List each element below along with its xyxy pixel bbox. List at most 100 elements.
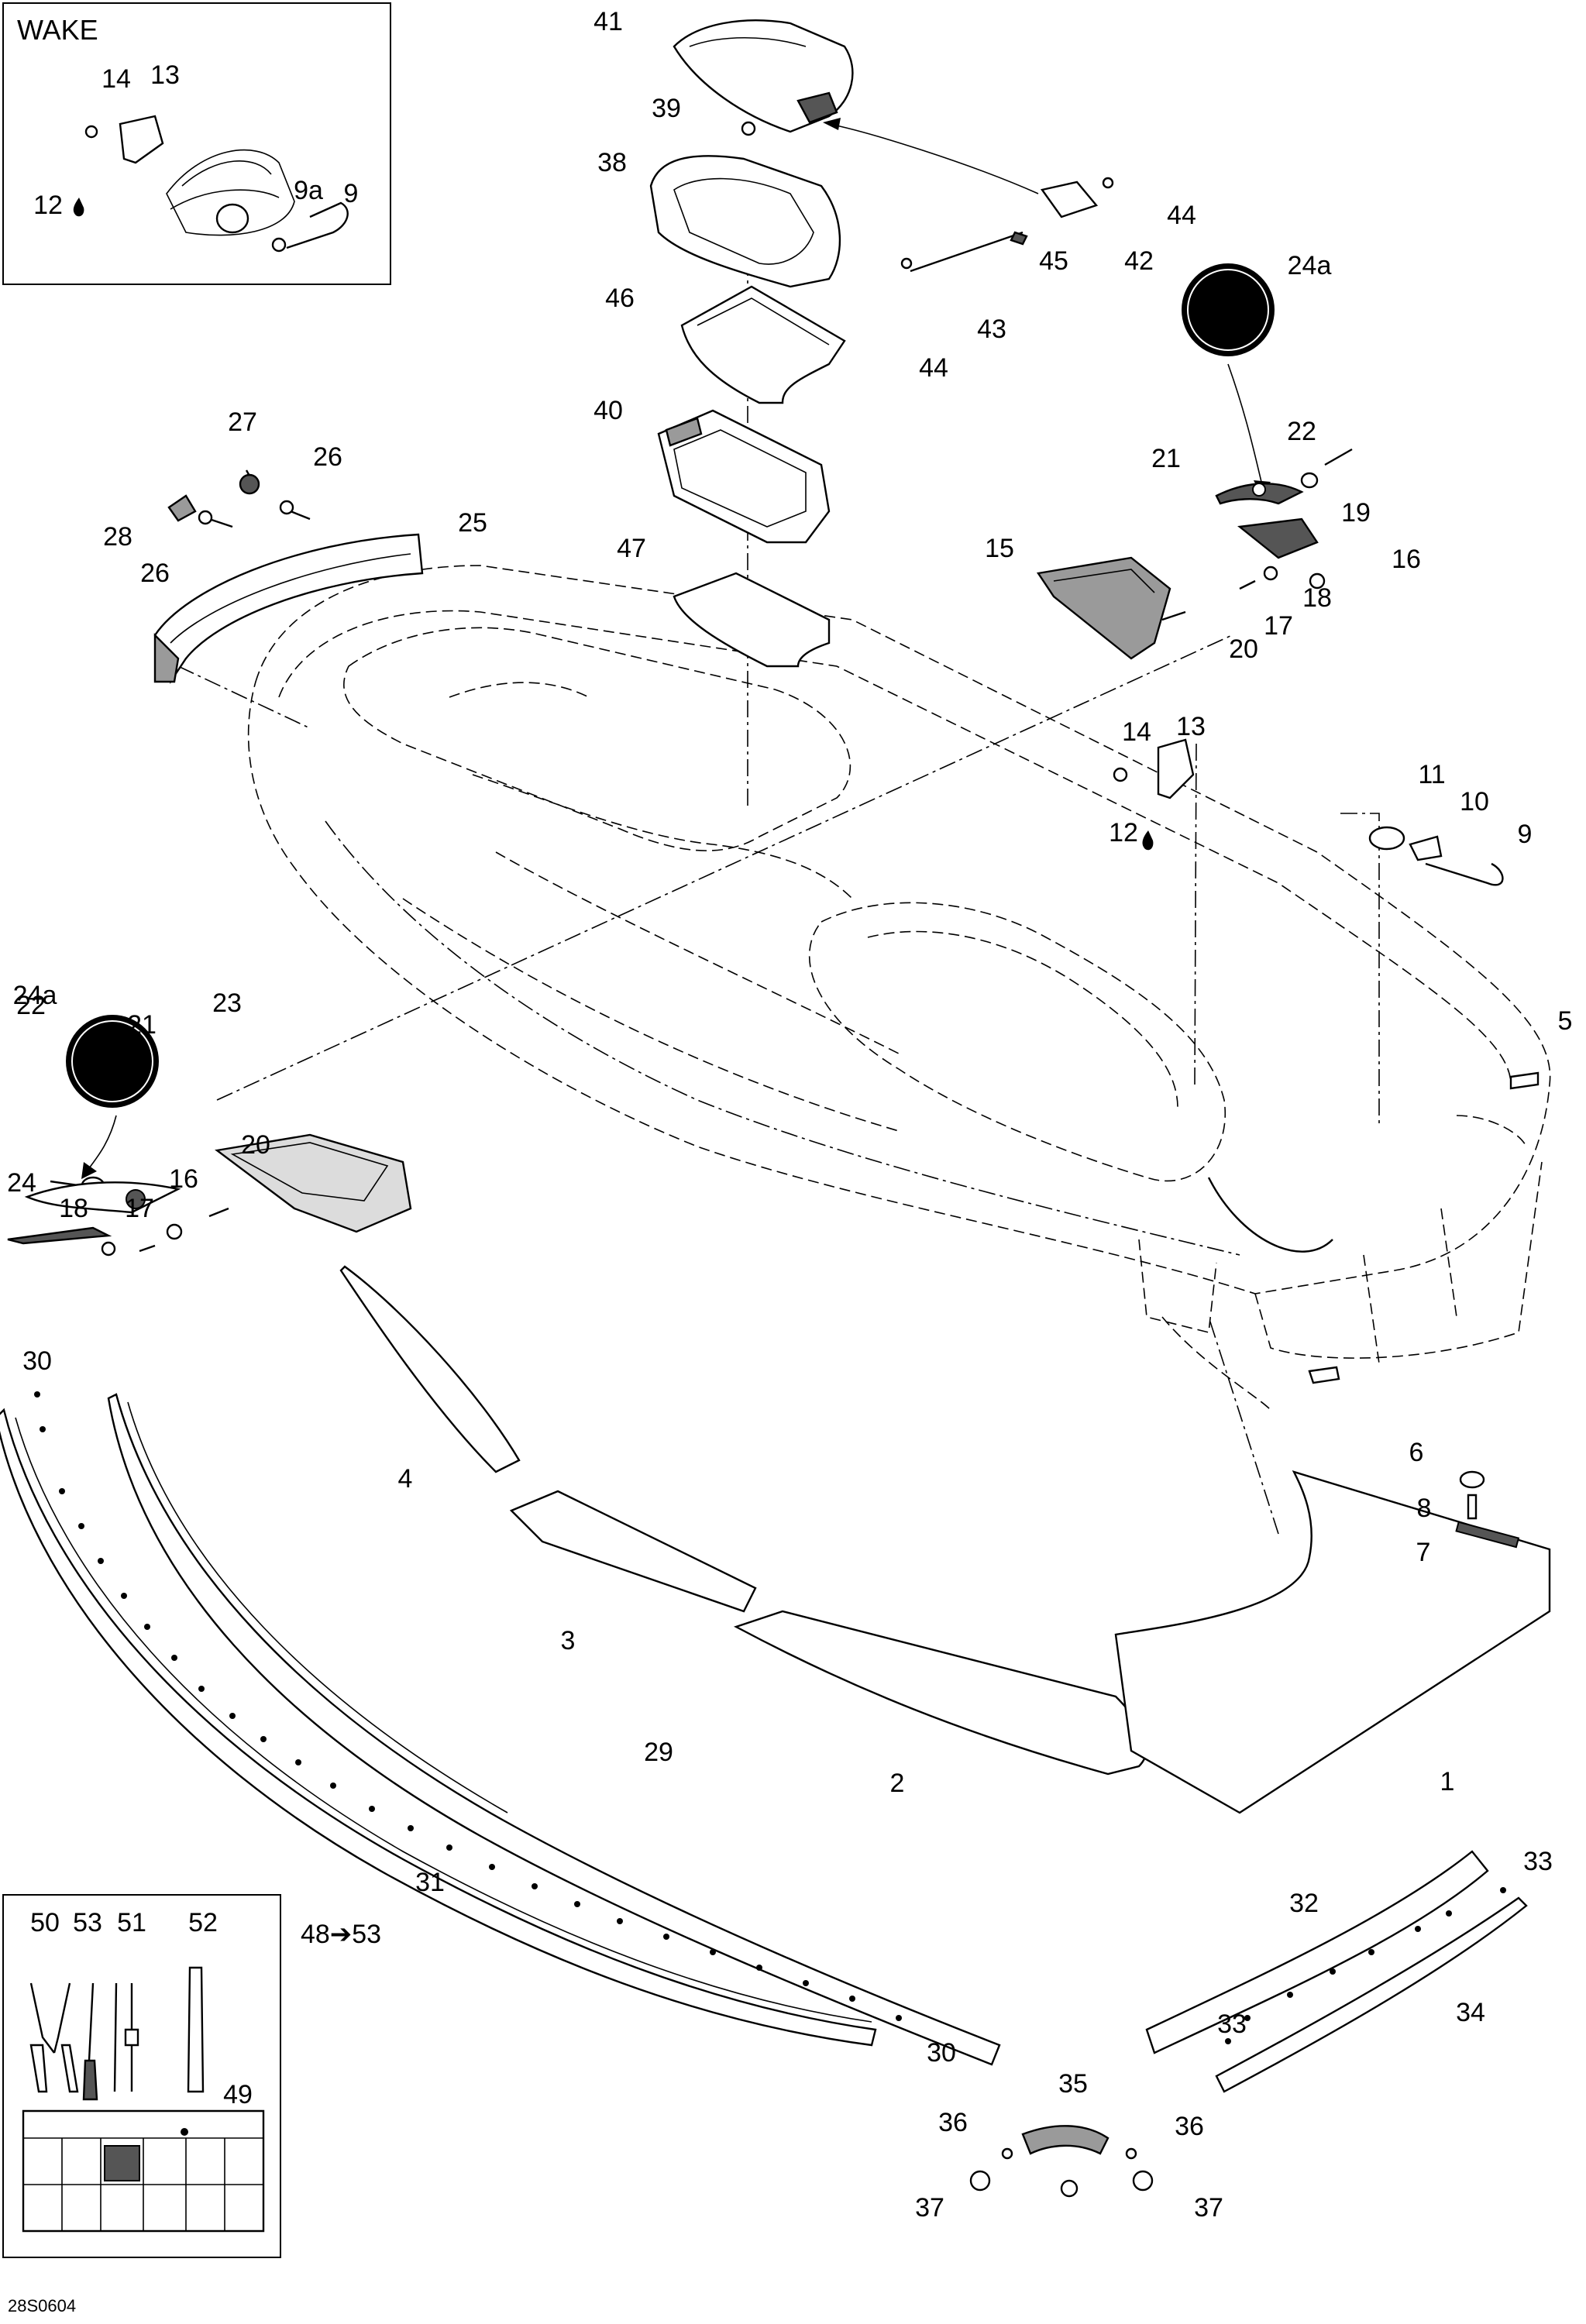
callout-c18_top: 18: [1302, 583, 1332, 613]
cap-8: [1459, 1470, 1485, 1489]
rod-43: [910, 231, 1024, 273]
handle-21-top: [1215, 483, 1304, 505]
rail-screws-30: [34, 1391, 902, 2021]
screw-20-left: [208, 1207, 229, 1218]
screw-26: [290, 510, 311, 521]
callout-k53: 53: [73, 1908, 102, 1937]
callout-c30_bot: 30: [927, 2038, 956, 2068]
callout-c11: 11: [1418, 760, 1446, 789]
wake-inset-drawing: [73, 115, 349, 253]
rail-32: [1145, 1850, 1489, 2054]
brp-badge-top: [1182, 263, 1275, 356]
callout-c19: 19: [1341, 498, 1371, 528]
drawing-code: 28S0604: [8, 2296, 77, 2315]
screw-16-left: [166, 1223, 183, 1240]
arrow-head: [81, 1162, 97, 1179]
screw-26: [279, 500, 294, 515]
assembly-axis: [216, 634, 1233, 1101]
handle-15: [1036, 556, 1171, 660]
callout-c20_left: 20: [241, 1130, 270, 1160]
rail-31: [0, 1408, 877, 2047]
callout-c41: 41: [593, 7, 623, 36]
callout-c38: 38: [597, 148, 627, 177]
screw-39: [741, 121, 756, 136]
mat-2: [733, 1610, 1148, 1776]
callout-c40: 40: [593, 396, 623, 425]
callout-c36b: 36: [1175, 2112, 1204, 2141]
callout-k51: 51: [117, 1908, 146, 1937]
screw-26: [198, 510, 213, 525]
callout-c26b: 26: [140, 559, 170, 588]
screw-17-left: [139, 1244, 156, 1253]
mat-4: [339, 1265, 521, 1473]
callout-c23: 23: [212, 988, 242, 1018]
callout-c12: 12: [1109, 818, 1138, 847]
gasket-47: [673, 572, 831, 668]
nut-27: [239, 473, 260, 495]
screw-26: [208, 517, 233, 528]
storage-bin-40: [657, 409, 831, 544]
callout-c44b: 44: [919, 353, 948, 383]
callout-c37a: 37: [915, 2193, 944, 2223]
callout-w9a: 9a: [294, 176, 323, 205]
arrow-line: [84, 1115, 117, 1174]
wake-inset-frame: [2, 2, 391, 285]
callout-c27: 27: [228, 407, 257, 437]
callout-c16_top: 16: [1392, 545, 1421, 574]
screw-36: [1125, 2147, 1137, 2160]
rail-29: [107, 1393, 1001, 2066]
washer-18: [1263, 566, 1278, 581]
callout-c21_top: 21: [1151, 444, 1181, 473]
callout-c30_top: 30: [22, 1346, 52, 1376]
clip-44: [900, 257, 913, 270]
rail-34: [1215, 1896, 1528, 2093]
callout-w12: 12: [33, 191, 63, 220]
handle-21-left: [24, 1181, 181, 1214]
callout-c6: 6: [1409, 1438, 1424, 1467]
callout-c31: 31: [415, 1868, 445, 1897]
gasket-46: [680, 285, 846, 404]
callout-c5: 5: [1557, 1006, 1573, 1036]
callout-c16_left: 16: [169, 1164, 198, 1194]
plug-37: [1132, 2170, 1154, 2192]
callout-c18_left: 18: [59, 1194, 88, 1223]
tool-kit-frame: [2, 1894, 281, 2258]
callout-c14: 14: [1122, 717, 1151, 747]
arrow-line: [1227, 363, 1264, 489]
screw-22: [1324, 448, 1353, 466]
callout-c35: 35: [1058, 2069, 1088, 2099]
spring-45: [1010, 231, 1028, 246]
cover-19: [1237, 517, 1319, 559]
nut-14: [1113, 767, 1128, 782]
callout-c8: 8: [1416, 1494, 1432, 1523]
decal-5: [1509, 1071, 1540, 1090]
screw-17: [1239, 579, 1256, 590]
screw-16: [1309, 572, 1326, 590]
callout-c9: 9: [1517, 820, 1533, 849]
callout-c28: 28: [103, 522, 132, 552]
mat-1: [1114, 1470, 1551, 1814]
assembly-axis: [1194, 743, 1197, 1085]
callout-c45: 45: [1039, 246, 1068, 276]
storage-cover-41: [673, 19, 854, 133]
callout-k52: 52: [188, 1908, 218, 1937]
callout-c7: 7: [1416, 1538, 1431, 1567]
tool-kit-drawing: [22, 1966, 265, 2233]
mat-3: [509, 1490, 757, 1613]
cap-22: [1300, 472, 1319, 489]
screw-20: [1161, 610, 1186, 621]
callout-c3: 3: [560, 1626, 576, 1655]
rivet-7: [1467, 1494, 1478, 1520]
callout-c24a_left: 24a: [12, 981, 57, 1010]
callout-c29: 29: [644, 1738, 673, 1767]
handle-23: [215, 1133, 412, 1233]
callout-c33a: 33: [1523, 1847, 1553, 1876]
callout-c4: 4: [397, 1464, 413, 1494]
callout-k49: 49: [223, 2080, 253, 2109]
callout-c42: 42: [1124, 246, 1154, 276]
callout-w14: 14: [101, 64, 131, 94]
callout-c24a_top: 24a: [1287, 251, 1332, 280]
hull-outline: [247, 565, 1551, 1411]
